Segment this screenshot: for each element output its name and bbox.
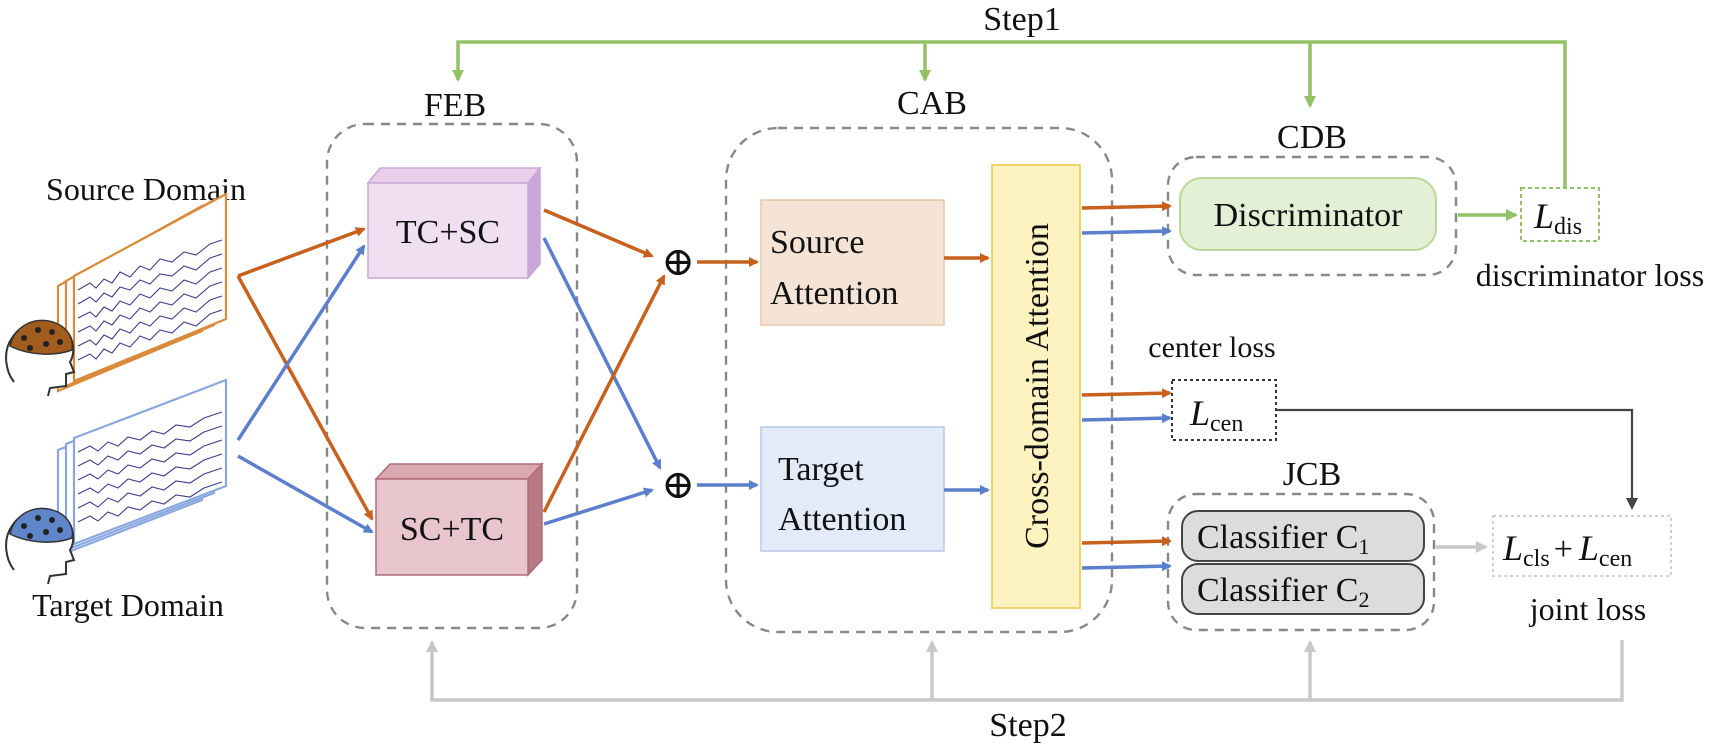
sc-tc-label: SC+TC (400, 511, 504, 548)
arrow-cross-to-lcen-src (1081, 388, 1172, 399)
arrow-cross-to-lcen-tgt (1081, 413, 1172, 424)
cdb-label: CDB (1277, 119, 1347, 156)
step1-line-feb (452, 40, 1567, 195)
arrow-tcsc-to-oplus1 (543, 208, 654, 258)
feb-label: FEB (424, 87, 486, 124)
arrow-sctc-to-oplus1 (542, 274, 666, 513)
target-attention-line2: Attention (778, 501, 906, 538)
discriminator-label: Discriminator (1214, 197, 1404, 234)
arrow-cross-to-disc-src (1081, 201, 1172, 212)
tc-sc-box: TC+SC (366, 165, 542, 281)
oplus-target: ⊕ (661, 462, 695, 507)
cdb-block: CDB Discriminator (1166, 119, 1458, 277)
l-cen-formula: Lcen (1189, 393, 1243, 437)
step1-label: Step1 (983, 1, 1060, 38)
jcb-frame (1166, 492, 1436, 632)
arrow-source-to-tcsc (237, 227, 366, 278)
discriminator-box (1179, 177, 1437, 251)
arrow-target-to-sctc (237, 454, 374, 534)
cross-domain-attention-label: Cross-domain Attention (1019, 223, 1056, 549)
arrow-sctc-to-oplus2 (543, 487, 654, 526)
feb-block: FEB TC+SC SC+TC (325, 87, 579, 630)
source-attention-line2: Attention (770, 275, 898, 312)
l-dis-formula: Ldis (1533, 196, 1582, 240)
source-domain: Source Domain (5, 171, 246, 397)
l-cen-box: Lcen (1171, 379, 1277, 441)
cab-label: CAB (897, 85, 967, 122)
step1-feedback: Step1 (452, 1, 1567, 195)
arrow-cross-to-cls-tgt (1081, 561, 1172, 572)
classifier-c1-box: Classifier C1 (1181, 510, 1425, 562)
cross-domain-attention-box: Cross-domain Attention (991, 164, 1081, 609)
tc-sc-label: TC+SC (396, 214, 500, 251)
target-domain-label: Target Domain (32, 587, 224, 623)
source-attention-box: Source Attention (760, 199, 945, 326)
oplus-source: ⊕ (661, 239, 695, 284)
head-source-icon (5, 319, 76, 397)
cdb-frame (1166, 155, 1458, 277)
arrow-cross-to-cls-src (1081, 536, 1172, 547)
arrow-tcsc-to-oplus2 (542, 237, 662, 470)
arrow-target-to-tcsc (236, 244, 366, 441)
jcb-block: JCB Classifier C1 Classifier C2 (1166, 456, 1436, 632)
arrow-lcen-to-joint (1276, 408, 1638, 510)
arrow-source-to-sctc (236, 275, 374, 521)
center-loss-label: center loss (1148, 331, 1275, 364)
sc-tc-box: SC+TC (374, 462, 544, 577)
classifier-c2-label: Classifier C2 (1197, 572, 1369, 612)
target-domain: Target Domain (5, 378, 228, 623)
jcb-label: JCB (1283, 456, 1342, 493)
l-dis-box: Ldis (1520, 187, 1600, 242)
source-attention-line1: Source (770, 224, 864, 261)
head-target-icon (5, 507, 76, 585)
eeg-stack-target (56, 378, 228, 558)
step2-line-feb (426, 640, 1624, 702)
cab-frame (724, 126, 1114, 634)
joint-loss-formula: Lcls+Lcen (1502, 528, 1632, 572)
target-attention-line1: Target (778, 451, 864, 488)
joint-loss-box: Lcls+Lcen (1492, 515, 1672, 577)
joint-loss-label: joint loss (1529, 591, 1646, 627)
feb-frame (325, 122, 579, 630)
classifier-c1-label: Classifier C1 (1197, 519, 1369, 559)
target-attention-box: Target Attention (760, 426, 945, 552)
discriminator-loss-label: discriminator loss (1476, 257, 1704, 293)
eeg-stack-source (56, 192, 228, 393)
step2-label: Step2 (989, 707, 1066, 744)
classifier-c2-box: Classifier C2 (1181, 563, 1425, 615)
step2-feedback: Step2 (426, 640, 1624, 744)
cab-block: CAB Source Attention Target Attention Cr… (724, 85, 1114, 634)
arrow-cross-to-disc-tgt (1081, 226, 1172, 237)
